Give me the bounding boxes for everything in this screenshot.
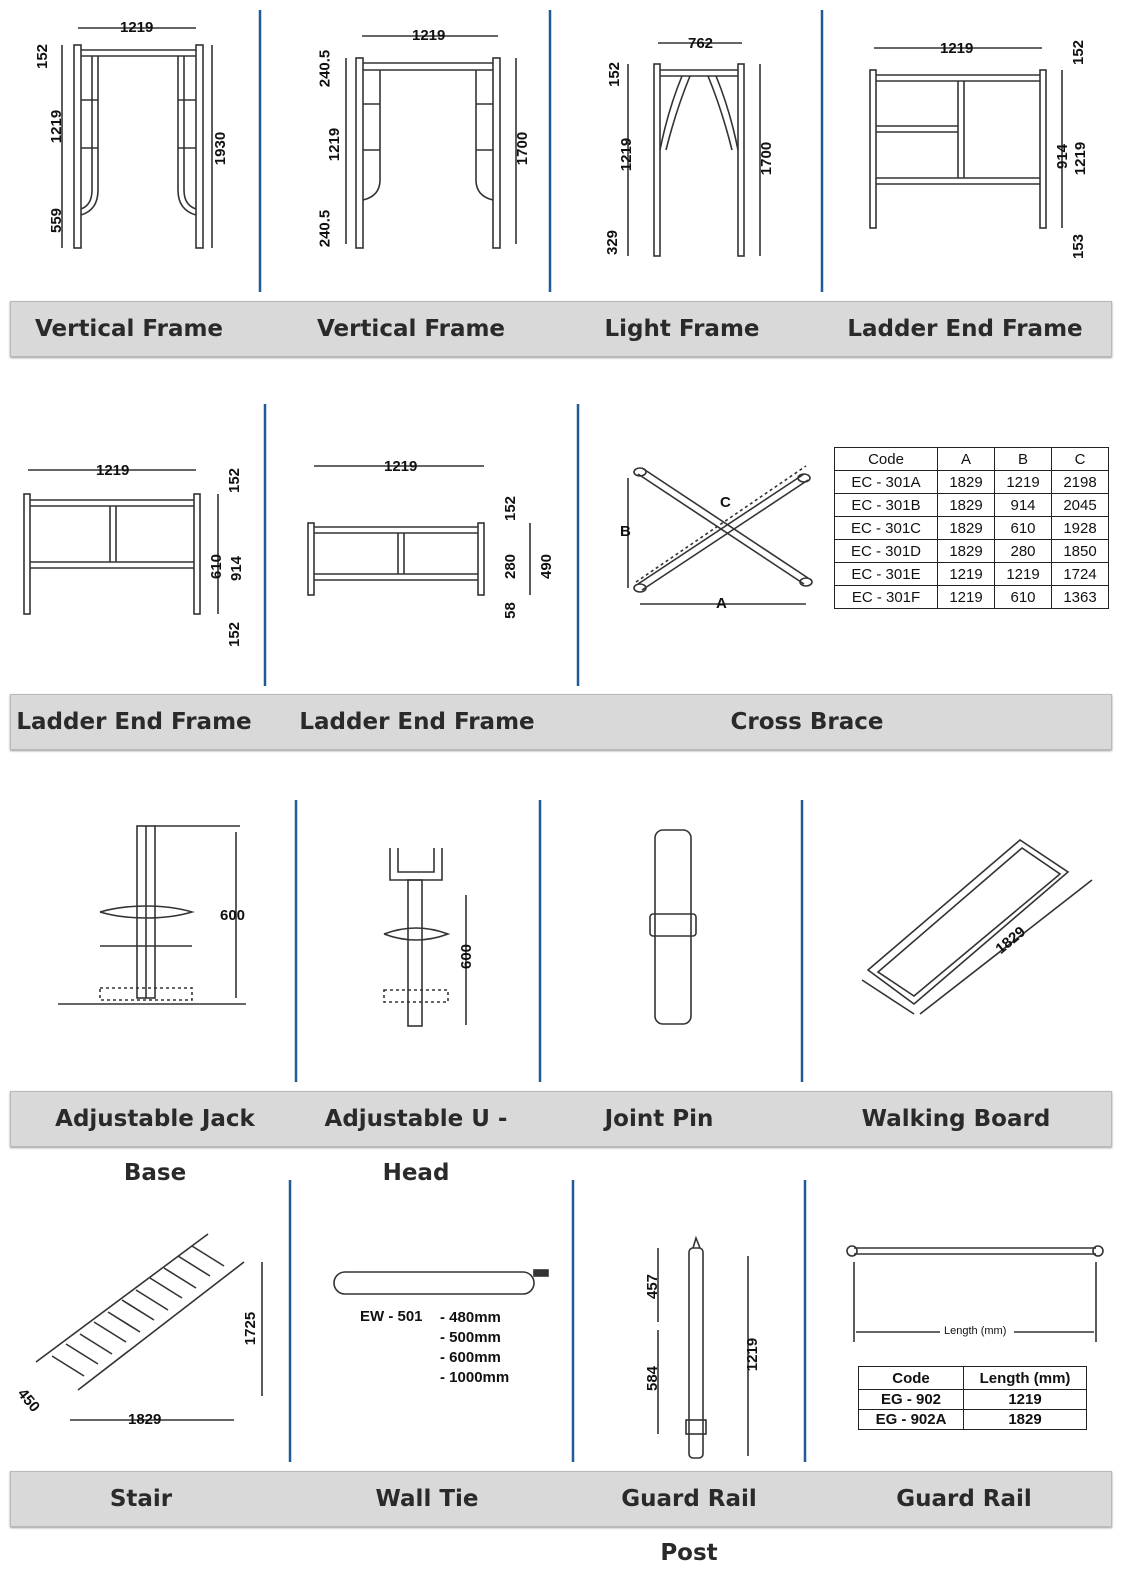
jack-base-drawing: [58, 825, 246, 1005]
ladder-end-frame-1-drawing: [869, 47, 1063, 229]
label-guard-rail: Guard Rail: [896, 1486, 1032, 1512]
wall-tie-code: EW - 501: [360, 1308, 423, 1325]
label-joint-pin: Joint Pin: [604, 1106, 714, 1132]
label-ladder-end-frame-2: Ladder End Frame: [16, 709, 252, 735]
wall-tie-drawing: [333, 1269, 549, 1295]
label-band-row-1: Vertical Frame Vertical Frame Light Fram…: [10, 301, 1112, 357]
label-band-row-2: Ladder End Frame Ladder End Frame Cross …: [10, 694, 1112, 750]
le1-height: 1219: [1072, 141, 1090, 176]
list-item: - 600mm: [440, 1349, 501, 1366]
stair-drawing: [35, 1233, 263, 1421]
lf-height: 1700: [758, 141, 776, 176]
uhead-height: 600: [458, 943, 476, 970]
vf2-bot: 240.5: [316, 209, 334, 248]
gr-col: Length (mm): [963, 1366, 1087, 1390]
u-head-drawing: [383, 848, 467, 1027]
list-item: - 1000mm: [440, 1369, 510, 1386]
le1-mid: 914: [1054, 143, 1072, 170]
cb-a: A: [716, 595, 727, 612]
jack-height: 600: [220, 907, 246, 924]
ladder-end-frame-2-drawing: [23, 469, 219, 615]
le3-bot: 58: [501, 602, 519, 619]
cb-col: C: [1051, 447, 1109, 471]
lf-bot: 329: [604, 229, 622, 256]
cb-b: B: [620, 523, 631, 540]
guard-rail-drawing: [846, 1245, 1104, 1342]
guard-rail-post-drawing: [657, 1235, 749, 1459]
vf2-width: 1219: [412, 27, 446, 44]
cb-col: B: [994, 447, 1052, 471]
vf1-mid: 1219: [48, 109, 66, 144]
walking-board-drawing: [861, 838, 1093, 1015]
lf-top: 152: [606, 61, 624, 88]
le3-height: 490: [538, 553, 556, 580]
lf-mid: 1219: [618, 137, 636, 172]
le2-height: 914: [228, 555, 246, 582]
light-frame-drawing: [627, 42, 761, 257]
vf1-top: 152: [34, 43, 52, 70]
le3-mid: 280: [502, 553, 520, 580]
wall-tie-sizes: - 480mm - 500mm - 600mm - 1000mm: [440, 1308, 509, 1388]
vf1-width: 1219: [120, 19, 154, 36]
rail-length-label: Length (mm): [944, 1325, 1007, 1337]
post-top: 457: [644, 1273, 662, 1300]
le3-top: 152: [502, 495, 520, 522]
label-u-head: Adjustable U - Head: [324, 1106, 508, 1186]
ladder-end-frame-3-drawing: [307, 465, 531, 596]
vf2-top: 240.5: [316, 49, 334, 88]
stair-height: 1725: [242, 1311, 260, 1346]
le2-mid: 610: [208, 553, 226, 580]
label-guard-rail-post: Guard Rail Post: [621, 1486, 757, 1566]
cb-col: A: [937, 447, 995, 471]
stair-width: 1829: [128, 1411, 162, 1428]
column-dividers: [258, 10, 824, 1462]
label-jack-base: Adjustable Jack Base: [55, 1106, 255, 1186]
le2-bot: 152: [226, 621, 244, 648]
vf1-bot: 559: [48, 207, 66, 234]
label-light-frame: Light Frame: [604, 316, 760, 342]
vertical-frame-1-drawing: [61, 27, 213, 249]
list-item: - 500mm: [440, 1329, 501, 1346]
le3-width: 1219: [384, 458, 418, 475]
le2-top: 152: [226, 467, 244, 494]
lf-width: 762: [688, 35, 714, 52]
list-item: - 480mm: [440, 1309, 501, 1326]
cross-brace-drawing: [627, 465, 813, 605]
vf2-height: 1700: [514, 131, 532, 166]
label-walking-board: Walking Board: [861, 1106, 1051, 1132]
cb-col: Code: [834, 447, 938, 471]
post-bot: 584: [644, 1365, 662, 1392]
label-band-row-3: Adjustable Jack Base Adjustable U - Head…: [10, 1091, 1112, 1186]
le1-bot: 153: [1070, 233, 1088, 260]
label-vertical-frame-1: Vertical Frame: [34, 316, 224, 342]
label-wall-tie: Wall Tie: [375, 1486, 479, 1512]
vf2-mid: 1219: [326, 127, 344, 162]
cb-c: C: [720, 494, 731, 511]
label-ladder-end-frame-1: Ladder End Frame: [847, 316, 1083, 342]
label-stair: Stair: [109, 1486, 173, 1512]
joint-pin-drawing: [649, 829, 697, 1025]
drawings-canvas: [23, 10, 1104, 1462]
le2-width: 1219: [96, 462, 130, 479]
label-ladder-end-frame-3: Ladder End Frame: [299, 709, 535, 735]
le1-width: 1219: [940, 40, 974, 57]
label-cross-brace: Cross Brace: [730, 709, 884, 735]
le1-top: 152: [1070, 39, 1088, 66]
label-vertical-frame-2: Vertical Frame: [316, 316, 506, 342]
post-height: 1219: [744, 1337, 762, 1372]
label-band-row-4: Stair Wall Tie Guard Rail Post Guard Rai…: [10, 1471, 1112, 1566]
vf1-height: 1930: [212, 131, 230, 166]
vertical-frame-2-drawing: [345, 35, 517, 249]
gr-col: Code: [858, 1366, 964, 1390]
